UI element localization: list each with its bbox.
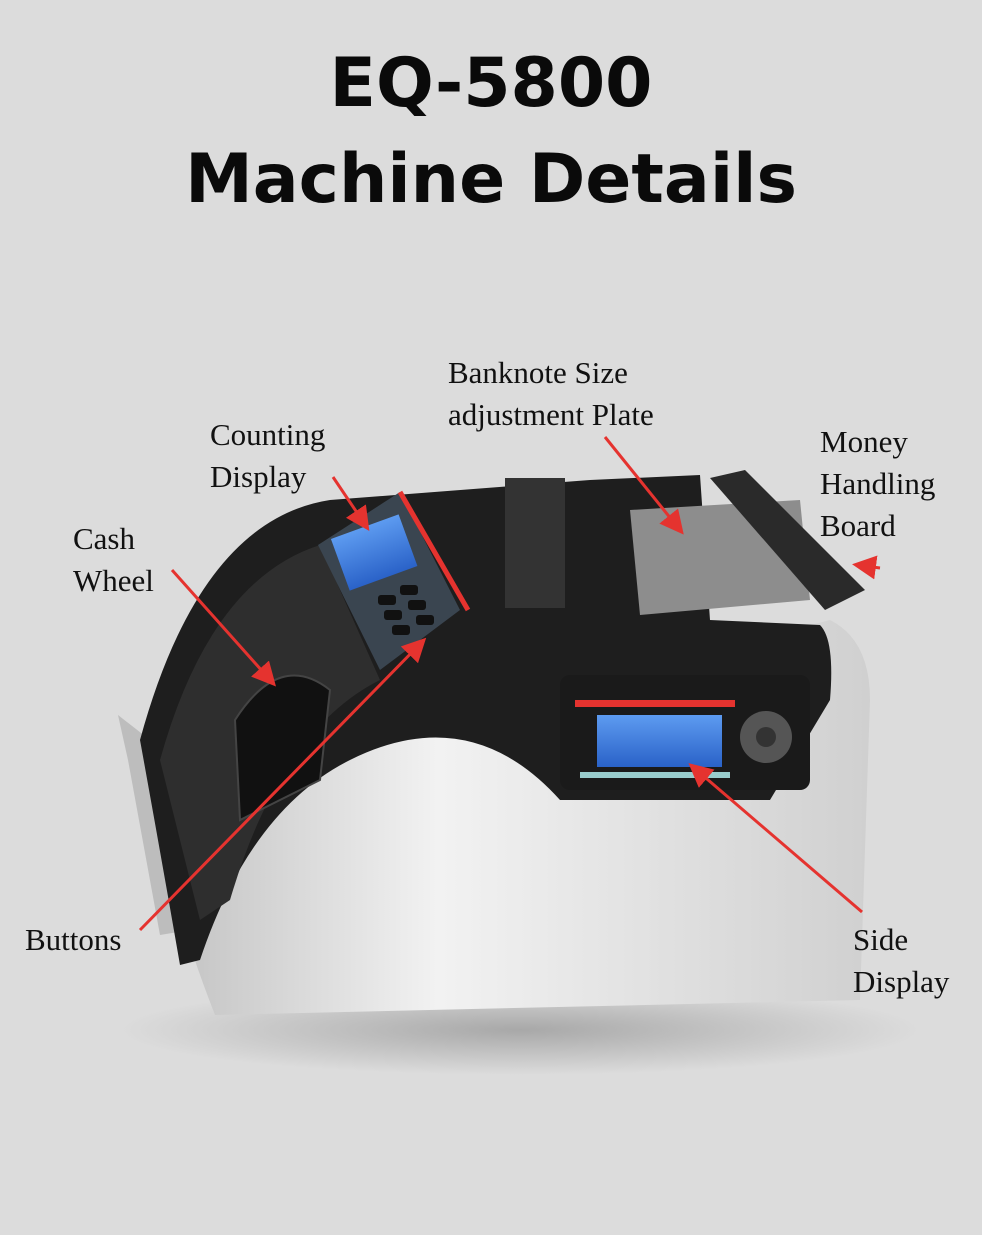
cash-wheel (233, 674, 332, 822)
button-grid (378, 585, 434, 635)
label-money-board: Money Handling Board (820, 421, 935, 547)
arrow-cash-wheel (170, 569, 276, 687)
label-line: Display (853, 964, 950, 999)
label-counting-display: Counting Display (210, 414, 325, 498)
label-line: Buttons (25, 922, 122, 957)
arrow-money-board (852, 555, 881, 580)
label-line: Banknote Size (448, 355, 628, 390)
label-cash-wheel: Cash Wheel (73, 518, 154, 602)
side-lcd (597, 715, 722, 767)
arrow-side-display (688, 763, 863, 914)
counting-lcd (330, 514, 418, 591)
label-line: Counting (210, 417, 326, 452)
arrow-banknote-plate (603, 436, 684, 535)
label-line: Wheel (73, 563, 154, 598)
label-line: Handling (820, 466, 936, 501)
label-line: Display (210, 459, 307, 494)
label-line: Cash (73, 521, 135, 556)
label-line: Board (820, 508, 896, 543)
label-banknote-plate: Banknote Size adjustment Plate (448, 352, 654, 436)
title-model: EQ-5800 (329, 44, 653, 123)
label-line: adjustment Plate (448, 397, 654, 432)
arrow-counting-display (331, 476, 370, 531)
arrow-buttons (138, 637, 427, 932)
label-buttons: Buttons (25, 919, 121, 961)
guide-rail (505, 478, 565, 608)
label-side-display: Side Display (853, 919, 949, 1003)
label-line: Side (853, 922, 909, 957)
title-subtitle: Machine Details (185, 140, 797, 219)
label-line: Money (820, 424, 908, 459)
money-handling-board (710, 470, 865, 610)
